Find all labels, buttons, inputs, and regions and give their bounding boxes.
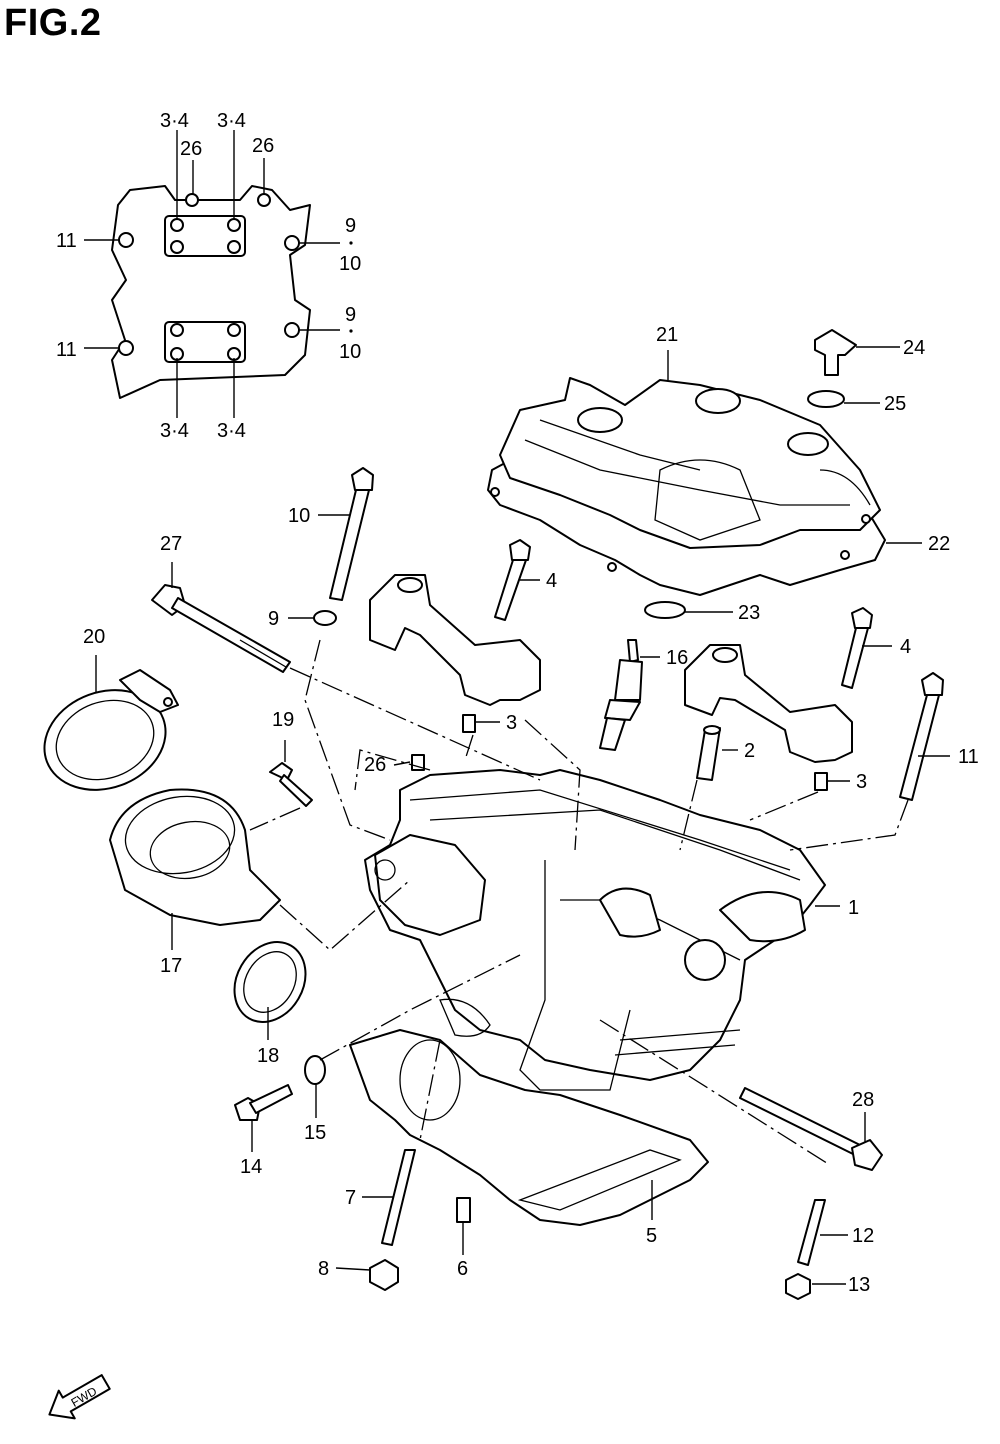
callout-18: 18 [257, 1045, 279, 1067]
nut-8 [369, 1259, 399, 1291]
dowel-pin-3-left [462, 714, 476, 733]
camshaft-cap-right [684, 644, 853, 763]
callout-6: 6 [457, 1258, 468, 1280]
callout-16: 16 [666, 647, 688, 669]
cover-washer-25 [807, 390, 845, 408]
callout-4-left: 4 [546, 570, 557, 592]
head-bolt-28 [739, 1087, 883, 1171]
camshaft-cap-left [369, 574, 541, 706]
callout-1: 1 [848, 897, 859, 919]
cam-cap-bolt-4-left [494, 539, 531, 621]
callout-8: 8 [318, 1258, 329, 1280]
cover-bolt-24 [814, 329, 857, 376]
figure-title: FIG.2 [4, 2, 102, 44]
washer-9 [313, 610, 337, 626]
fwd-arrow-icon [48, 1374, 111, 1420]
inset-head-outline [111, 185, 311, 399]
head-cover-assembly [487, 377, 886, 596]
inset-label-9-lower: 9 [345, 304, 356, 326]
forward-direction-arrow: FWD [48, 1374, 111, 1420]
cylinder-head-gasket-5 [349, 1029, 709, 1226]
inset-top-cap [164, 215, 246, 257]
cam-cap-bolt-4-right [841, 607, 873, 689]
inset-label-top-right: 3·4 [217, 110, 246, 132]
intake-clamp-20 [43, 669, 179, 791]
callout-17: 17 [160, 955, 182, 977]
bolt-10 [329, 467, 374, 601]
intake-pipe-17 [109, 788, 281, 926]
callout-21: 21 [656, 324, 678, 346]
bolt-layout-inset: 3·4 3·4 26 26 11 11 9 10 9 10 3·4 3·4 [56, 110, 361, 442]
inset-label-26-right: 26 [252, 135, 274, 157]
spark-plug-16 [599, 639, 643, 751]
plug-seal-23 [644, 601, 686, 619]
callout-7: 7 [345, 1187, 356, 1209]
callout-20: 20 [83, 626, 105, 648]
assembly-centerlines [249, 639, 909, 1166]
inset-bottom-cap [164, 321, 246, 363]
oil-filler-opening [695, 388, 741, 414]
callout-14: 14 [240, 1156, 262, 1178]
screw-19 [269, 762, 313, 807]
callout-3-left: 3 [506, 712, 517, 734]
head-bolt-27 [151, 584, 291, 673]
spark-plug-hole-left [577, 407, 623, 433]
washer-15 [304, 1055, 326, 1085]
callout-9: 9 [268, 608, 279, 630]
cylinder-head [349, 769, 826, 1226]
stud-7 [381, 1149, 416, 1246]
dowel-pin-3-right [814, 772, 828, 791]
callout-4-right: 4 [900, 636, 911, 658]
callout-15: 15 [304, 1122, 326, 1144]
inset-label-bottom-left: 3·4 [160, 420, 189, 442]
spark-plug-hole-right [787, 432, 829, 456]
inset-label-26-left: 26 [180, 138, 202, 160]
nut-13 [785, 1273, 811, 1300]
callout-3-right: 3 [856, 771, 867, 793]
callout-23: 23 [738, 602, 760, 624]
callout-2: 2 [744, 740, 755, 762]
callout-11: 11 [958, 746, 979, 768]
callout-5: 5 [646, 1225, 657, 1247]
callout-24: 24 [903, 337, 925, 359]
inset-label-bottom-right: 3·4 [217, 420, 246, 442]
bolt-14 [234, 1084, 293, 1121]
callout-25: 25 [884, 393, 906, 415]
callout-28: 28 [852, 1089, 874, 1111]
dowel-pin-6 [456, 1197, 471, 1223]
callout-26: 26 [364, 754, 386, 776]
inset-label-top-left: 3·4 [160, 110, 189, 132]
inset-label-9-upper: 9 [345, 215, 356, 237]
callout-19: 19 [272, 709, 294, 731]
callout-leaders [95, 346, 950, 1285]
inset-label-11-lower: 11 [56, 339, 77, 361]
valve-guide-2 [696, 727, 721, 781]
callout-13: 13 [848, 1274, 870, 1296]
callout-10: 10 [288, 505, 310, 527]
callout-12: 12 [852, 1225, 874, 1247]
inset-label-10-upper: 10 [339, 253, 361, 275]
stud-12 [797, 1199, 826, 1266]
intake-o-ring-18 [233, 941, 307, 1023]
callout-27: 27 [160, 533, 182, 555]
cylinder-head-body [364, 769, 826, 1081]
bolt-11 [899, 672, 944, 801]
inset-label-10-lower: 10 [339, 341, 361, 363]
callout-22: 22 [928, 533, 950, 555]
callout-numbers: 1 2 3 3 4 4 5 6 7 8 9 10 11 12 13 14 15 … [83, 324, 979, 1296]
inset-label-11-upper: 11 [56, 230, 77, 252]
